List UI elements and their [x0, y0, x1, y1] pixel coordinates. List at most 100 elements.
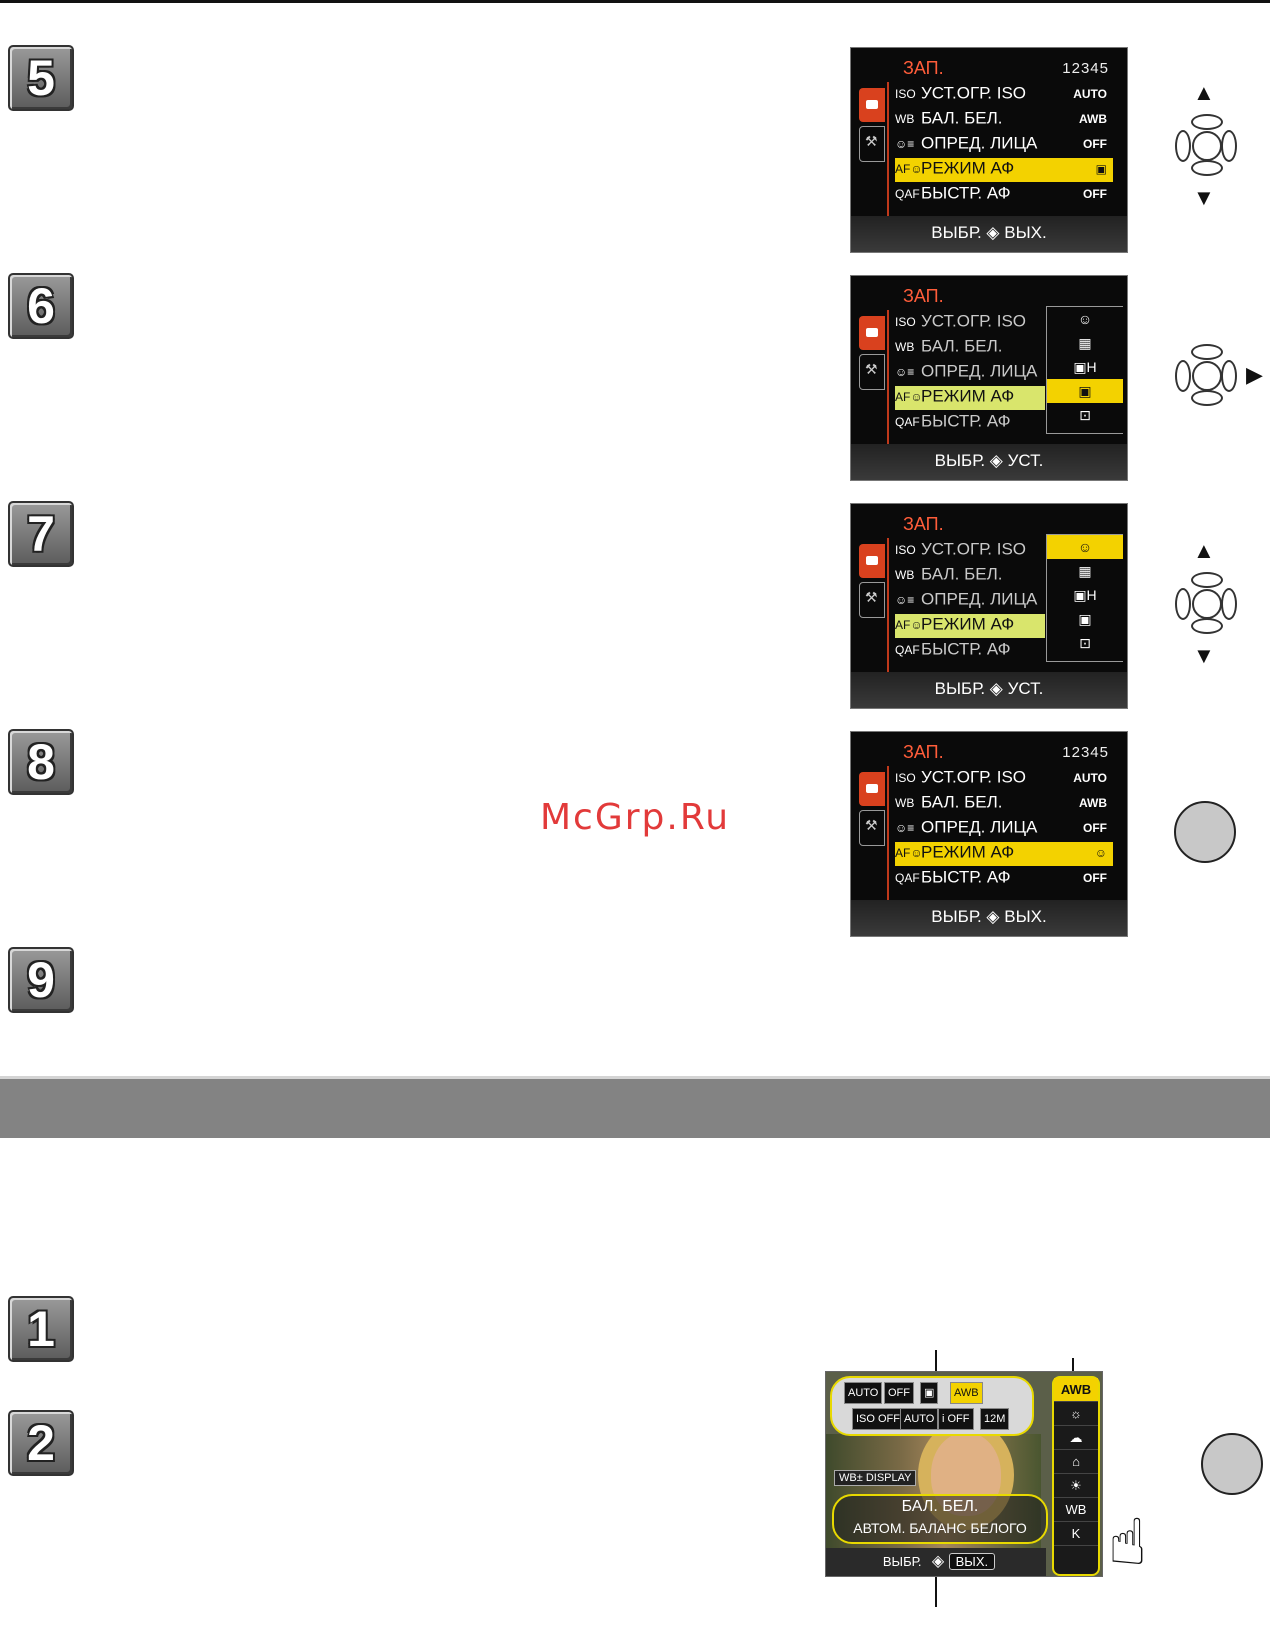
right-arrow-icon: ▶: [1246, 362, 1263, 387]
footer-set: УСТ.: [1007, 679, 1044, 698]
page-indicator: 12345: [1062, 60, 1109, 77]
camera-tab-icon: [859, 772, 885, 806]
footer-select: ВЫБР.: [931, 223, 982, 242]
quick-af-icon: QAF: [895, 414, 920, 429]
menu-row-af-mode: AF☺РЕЖИМ АФ: [895, 386, 1045, 410]
menu-set-button-icon: [1201, 1433, 1263, 1495]
wb-set-icon: WB: [1054, 1498, 1098, 1522]
menu-row-af-mode: AF☺РЕЖИМ АФ☺: [895, 842, 1113, 866]
menu-footer: ВЫБР. ◈ ВЫХ.: [851, 900, 1127, 936]
af-area-icon: ▣: [920, 1382, 939, 1404]
shade-icon: ⌂: [1054, 1450, 1098, 1474]
af-icon: AF☺: [895, 845, 923, 860]
burst-icon: OFF: [884, 1382, 914, 1404]
menu-row-value: ☺: [1094, 846, 1107, 860]
menu-row-label: РЕЖИМ АФ: [921, 386, 1015, 406]
menu-row-af-mode: AF☺РЕЖИМ АФ: [895, 614, 1045, 638]
menu-header: ЗАП.: [903, 286, 944, 306]
menu-row-label: БЫСТР. АФ: [921, 867, 1011, 887]
face-icon: ☺≡: [895, 364, 915, 379]
camera-tab-icon: [859, 316, 885, 350]
af-tracking-icon: ▣H: [1073, 359, 1097, 375]
menu-row-label: ОПРЕД. ЛИЦА: [921, 133, 1038, 153]
step-9-badge: 9: [8, 947, 74, 1013]
footer-select: ВЫБР.: [882, 1554, 922, 1569]
watermark: McGrp.Ru: [540, 797, 731, 838]
divider: [887, 82, 889, 227]
menu-row-value: AUTO: [1073, 771, 1107, 785]
wb-icon: WB: [895, 795, 915, 810]
menu-row-label: РЕЖИМ АФ: [921, 158, 1015, 178]
menu-row-value: AWB: [1079, 796, 1107, 810]
menu-row-face: ☺≡ОПРЕД. ЛИЦА: [895, 589, 1113, 613]
23-area-icon: ▦: [1078, 563, 1092, 579]
wrench-tab-icon: [859, 810, 885, 846]
menu-header: ЗАП.: [903, 514, 944, 534]
awb-icon: AWB: [1054, 1378, 1098, 1402]
setting-title: БАЛ. БЕЛ.: [901, 1498, 979, 1515]
menu-row-value: OFF: [1083, 137, 1107, 151]
footer-select: ВЫБР.: [934, 679, 986, 698]
iso-icon: ISO: [895, 770, 916, 785]
menu-row-label: ОПРЕД. ЛИЦА: [921, 817, 1038, 837]
menu-header: ЗАП.: [903, 742, 944, 762]
dpad-icon: [1175, 114, 1237, 176]
up-arrow-icon: ▲: [1193, 80, 1215, 105]
footer-set: УСТ.: [1007, 451, 1044, 470]
menu-footer: ВЫБР. ◈ УСТ.: [851, 444, 1127, 480]
spot-icon: ⊡: [1079, 407, 1091, 423]
menu-row-label: РЕЖИМ АФ: [921, 614, 1015, 634]
menu-row-label: УСТ.ОГР. ISO: [921, 311, 1027, 331]
divider: [887, 538, 889, 683]
leader-line: [935, 1350, 937, 1374]
step-1-badge: 1: [8, 1296, 74, 1362]
wb-icon: WB: [895, 339, 915, 354]
footer-exit: ВЫХ.: [1004, 907, 1047, 926]
menu-header: ЗАП.: [903, 58, 944, 78]
spot-icon: ⊡: [1079, 635, 1091, 651]
menu-tabs: [859, 78, 885, 164]
23-area-icon: ▦: [1078, 335, 1092, 351]
divider: [887, 766, 889, 911]
menu-tabs: [859, 534, 885, 620]
camera-tab-icon: [859, 544, 885, 578]
stabilizer-icon: AUTO: [844, 1382, 883, 1404]
camera-tab-icon: [859, 88, 885, 122]
page-indicator: 12345: [1062, 744, 1109, 761]
menu-row-label: БАЛ. БЕЛ.: [921, 108, 1003, 128]
step-8-badge: 8: [8, 729, 74, 795]
step-5-badge: 5: [8, 45, 74, 111]
menu-row-label: УСТ.ОГР. ISO: [921, 767, 1027, 787]
color-temp-icon: K: [1054, 1522, 1098, 1546]
quick-menu-screen: AUTO OFF ▣ AWB ISO OFF AUTO i OFF 12M WB…: [825, 1371, 1103, 1577]
quick-menu-items: AUTO OFF ▣ AWB ISO OFF AUTO i OFF 12M: [830, 1376, 1034, 1436]
menu-tabs: [859, 306, 885, 392]
wb-display-label: WB± DISPLAY: [834, 1470, 917, 1486]
wb-icon: WB: [895, 567, 915, 582]
face-icon: ☺≡: [895, 136, 915, 151]
wrench-tab-icon: [859, 582, 885, 618]
face-icon: ☺≡: [895, 820, 915, 835]
menu-tabs: [859, 762, 885, 848]
top-rule: [0, 0, 1270, 3]
menu-row-value: ▣: [1095, 162, 1107, 176]
footer-exit: ВЫХ.: [1004, 223, 1047, 242]
down-arrow-icon: ▼: [1193, 185, 1215, 210]
wb-options-list: AWB ☼ ☁ ⌂ ☀ WB K: [1052, 1376, 1100, 1576]
up-arrow-icon: ▲: [1193, 538, 1215, 563]
menu-row-label: БЫСТР. АФ: [921, 411, 1011, 431]
quick-af-icon: QAF: [895, 642, 920, 657]
menu-row-label: БАЛ. БЕЛ.: [921, 336, 1003, 356]
menu-row-value: AUTO: [1073, 87, 1107, 101]
af-submenu: ☺ ▦ ▣H ▣ ⊡: [1046, 534, 1123, 662]
step-7-badge: 7: [8, 501, 74, 567]
